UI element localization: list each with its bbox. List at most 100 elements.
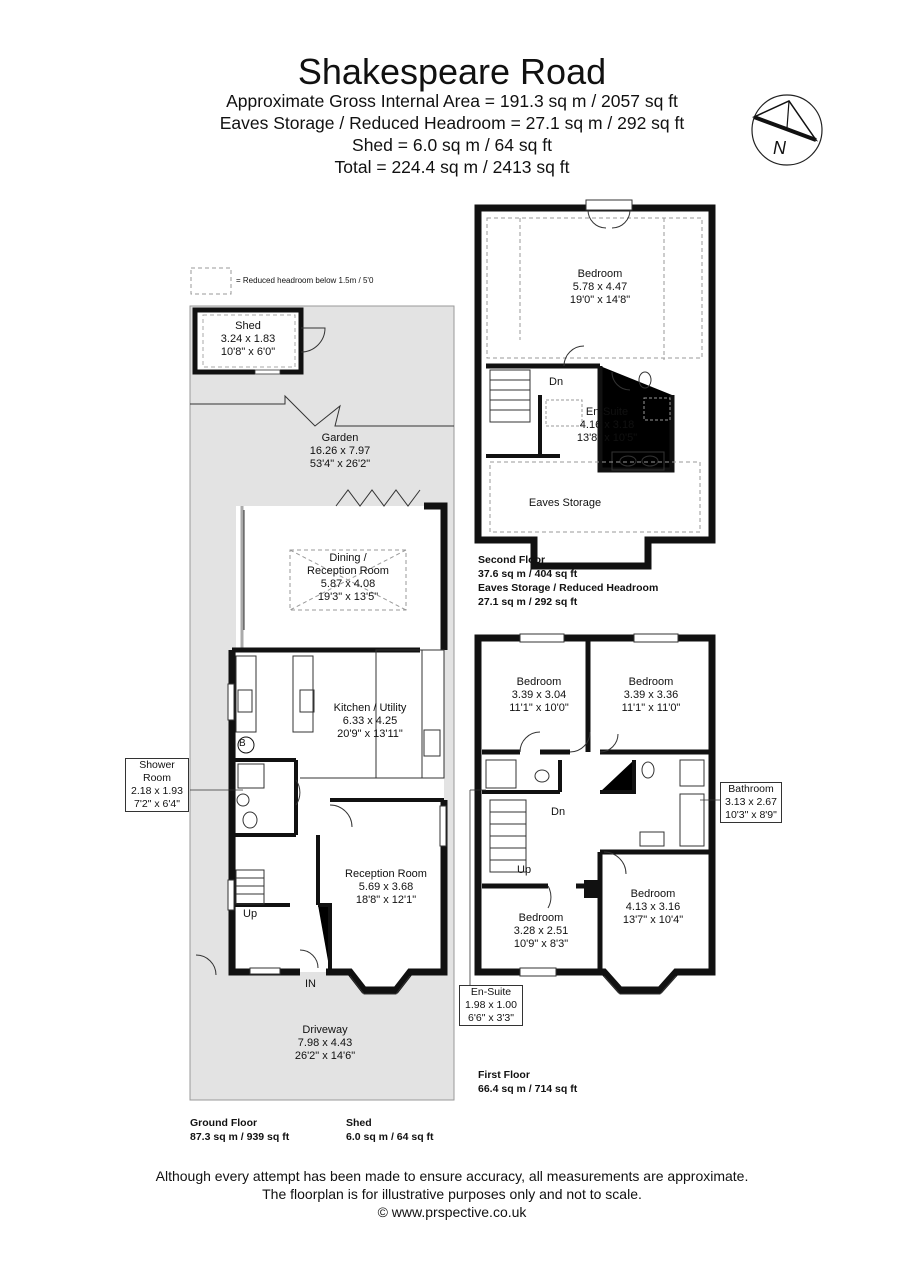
room-imperial: 13'7" x 10'4" xyxy=(622,914,684,926)
ground-stairs-up-label: Up xyxy=(243,908,258,920)
legend-swatch xyxy=(190,267,232,295)
room-name: Bedroom xyxy=(630,888,676,900)
room-label-bathroom: Bathroom 3.13 x 2.67 10'3" x 8'9" xyxy=(720,782,782,823)
room-metric: 5.78 x 4.47 xyxy=(572,281,628,293)
room-label-reception: Reception Room 5.69 x 3.68 18'8" x 12'1" xyxy=(336,868,436,907)
room-metric: 6.33 x 4.25 xyxy=(342,715,398,727)
room-label-second-bedroom: Bedroom 5.78 x 4.47 19'0" x 14'8" xyxy=(550,268,650,307)
room-metric: 5.87 x 4.08 xyxy=(320,578,376,590)
room-imperial: 11'1" x 11'0" xyxy=(621,702,681,714)
room-label-garden: Garden 16.26 x 7.97 53'4" x 26'2" xyxy=(270,432,410,471)
room-metric: 4.16 x 3.18 xyxy=(579,419,635,431)
legend-text: = Reduced headroom below 1.5m / 5'0 xyxy=(236,276,374,285)
ground-floor-plan xyxy=(195,489,448,995)
room-label-driveway: Driveway 7.98 x 4.43 26'2" x 14'6" xyxy=(250,1024,400,1063)
ground-floor-caption: Ground Floor 87.3 sq m / 939 sq ft xyxy=(190,1116,289,1144)
floor-area: 37.6 sq m / 404 sq ft xyxy=(478,568,578,580)
room-imperial: 53'4" x 26'2" xyxy=(309,458,371,470)
room-imperial: 26'2" x 14'6" xyxy=(294,1050,356,1062)
floor-area: 6.0 sq m / 64 sq ft xyxy=(346,1131,434,1143)
room-label-shed: Shed 3.24 x 1.83 10'8" x 6'0" xyxy=(205,320,291,359)
room-imperial: 7'2" x 6'4" xyxy=(134,798,180,810)
disclaimer-line-1: Although every attempt has been made to … xyxy=(155,1168,749,1184)
room-name: Reception Room xyxy=(345,868,427,880)
room-name: Shed xyxy=(235,320,261,332)
room-label-first-bedroom-3: Bedroom 4.13 x 3.16 13'7" x 10'4" xyxy=(610,888,696,927)
floor-area: 66.4 sq m / 714 sq ft xyxy=(478,1083,578,1095)
room-imperial: 11'1" x 10'0" xyxy=(509,702,569,714)
shed-structure xyxy=(192,307,326,375)
room-metric: 7.98 x 4.43 xyxy=(297,1037,353,1049)
room-label-eaves: Eaves Storage xyxy=(528,497,602,509)
floor-name: First Floor xyxy=(478,1069,530,1081)
shed-floor-caption: Shed 6.0 sq m / 64 sq ft xyxy=(346,1116,434,1144)
floor-name: Ground Floor xyxy=(190,1117,258,1129)
room-metric: 3.13 x 2.67 xyxy=(725,796,777,808)
room-name: Driveway xyxy=(302,1024,348,1036)
plan-title: Shakespeare Road xyxy=(297,51,607,92)
room-label-first-bedroom-2: Bedroom 3.39 x 3.36 11'1" x 11'0" xyxy=(608,676,694,715)
room-name: En-Suite xyxy=(585,406,629,418)
room-name: Bedroom xyxy=(518,912,564,924)
room-name: Bedroom xyxy=(516,676,562,688)
room-metric: 1.98 x 1.00 xyxy=(465,999,517,1011)
room-name: Bedroom xyxy=(628,676,674,688)
floor-name: Second Floor xyxy=(478,554,546,566)
room-metric: 2.18 x 1.93 xyxy=(131,785,183,797)
floor-eaves-name: Eaves Storage / Reduced Headroom xyxy=(478,582,659,594)
eaves-area-line: Eaves Storage / Reduced Headroom = 27.1 … xyxy=(219,113,685,133)
room-imperial: 19'3" x 13'5" xyxy=(317,591,379,603)
room-imperial: 6'6" x 3'3" xyxy=(468,1012,514,1024)
entrance-in-label: IN xyxy=(305,978,316,990)
room-name: En-Suite xyxy=(470,986,512,998)
room-imperial: 13'8" x 10'5" xyxy=(576,432,638,444)
gross-area-line: Approximate Gross Internal Area = 191.3 … xyxy=(226,91,678,111)
compass-icon xyxy=(751,94,823,166)
total-area-line: Total = 224.4 sq m / 2413 sq ft xyxy=(334,157,570,177)
room-imperial: 10'8" x 6'0" xyxy=(220,346,276,358)
first-floor-plan xyxy=(474,633,716,995)
room-name: Dining / xyxy=(329,552,367,564)
room-name: Kitchen / Utility xyxy=(333,702,407,714)
room-label-kitchen: Kitchen / Utility 6.33 x 4.25 20'9" x 13… xyxy=(310,702,430,741)
room-label-first-bedroom-4: Bedroom 3.28 x 2.51 10'9" x 8'3" xyxy=(498,912,584,951)
room-imperial: 18'8" x 12'1" xyxy=(355,894,417,906)
room-label-dining: Dining / Reception Room 5.87 x 4.08 19'3… xyxy=(290,552,406,604)
room-metric: 3.28 x 2.51 xyxy=(513,925,569,937)
room-name-line2: Room xyxy=(142,772,171,784)
room-name: Shower xyxy=(139,759,175,771)
first-floor-caption: First Floor 66.4 sq m / 714 sq ft xyxy=(478,1068,577,1096)
room-name-line2: Reception Room xyxy=(307,565,389,577)
second-stairs-dn-label: Dn xyxy=(549,376,564,388)
room-metric: 5.69 x 3.68 xyxy=(358,881,414,893)
room-label-first-ensuite: En-Suite 1.98 x 1.00 6'6" x 3'3" xyxy=(459,985,523,1026)
room-imperial: 20'9" x 13'11" xyxy=(337,728,403,740)
room-name: Garden xyxy=(321,432,359,444)
room-label-second-ensuite: En-Suite 4.16 x 3.18 13'8" x 10'5" xyxy=(562,406,652,445)
second-floor-plan xyxy=(474,199,716,570)
first-stairs-up-label: Up xyxy=(517,864,532,876)
first-stairs-dn-label: Dn xyxy=(551,806,566,818)
floor-eaves-area: 27.1 sq m / 292 sq ft xyxy=(478,596,578,608)
room-metric: 4.13 x 3.16 xyxy=(625,901,681,913)
room-imperial: 10'3" x 8'9" xyxy=(725,809,777,821)
room-metric: 3.24 x 1.83 xyxy=(220,333,276,345)
floor-area: 87.3 sq m / 939 sq ft xyxy=(190,1131,290,1143)
room-label-first-bedroom-1: Bedroom 3.39 x 3.04 11'1" x 10'0" xyxy=(496,676,582,715)
floor-name: Shed xyxy=(346,1117,372,1129)
room-metric: 3.39 x 3.36 xyxy=(623,689,679,701)
compass-north-label: N xyxy=(773,138,786,158)
room-metric: 3.39 x 3.04 xyxy=(511,689,567,701)
copyright-line: © www.prspective.co.uk xyxy=(377,1204,527,1220)
disclaimer-line-2: The floorplan is for illustrative purpos… xyxy=(262,1186,642,1202)
second-floor-caption: Second Floor 37.6 sq m / 404 sq ft Eaves… xyxy=(478,553,658,609)
boiler-marker: B xyxy=(239,738,246,749)
room-metric: 16.26 x 7.97 xyxy=(309,445,371,457)
room-name: Bedroom xyxy=(577,268,623,280)
fence-line xyxy=(190,394,454,427)
room-imperial: 10'9" x 8'3" xyxy=(513,938,569,950)
room-name: Bathroom xyxy=(728,783,774,795)
room-imperial: 19'0" x 14'8" xyxy=(569,294,631,306)
room-label-shower: Shower Room 2.18 x 1.93 7'2" x 6'4" xyxy=(125,758,189,812)
